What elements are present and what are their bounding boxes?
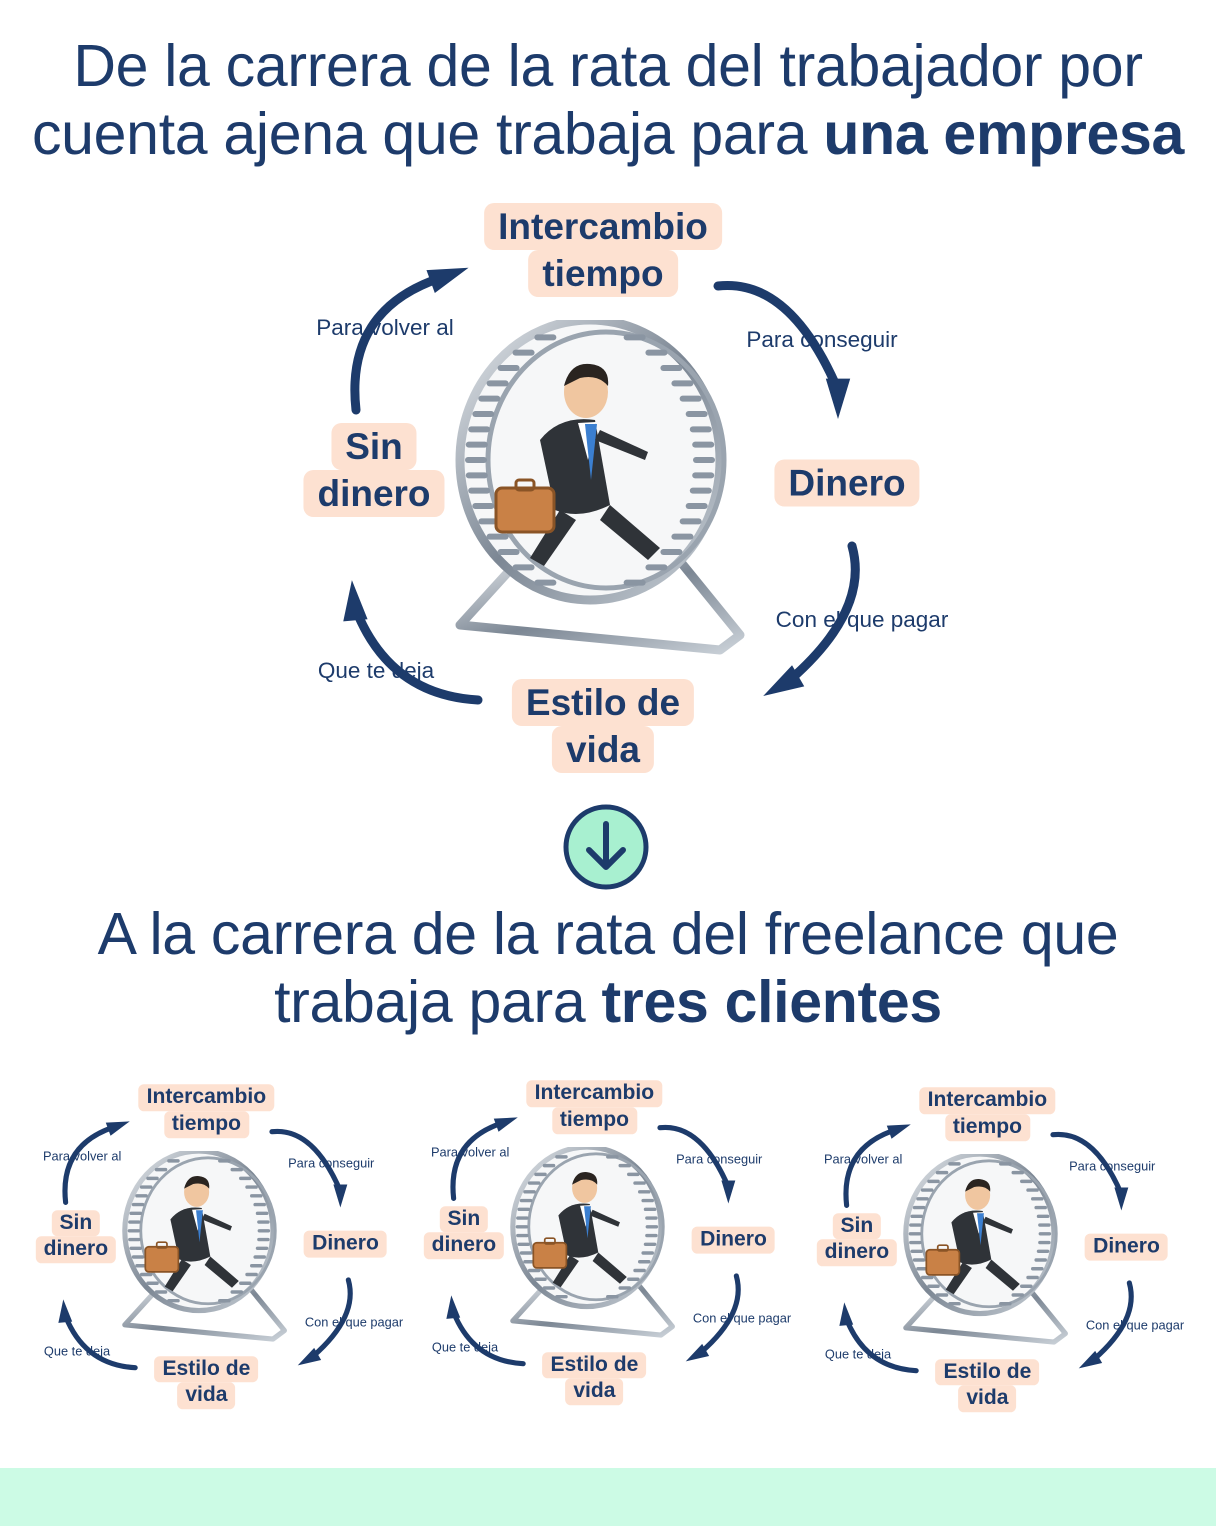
client1-node-sin-dinero-line2: dinero xyxy=(35,1236,117,1264)
top-heading-bold: una empresa xyxy=(823,101,1185,167)
client2-node-dinero: Dinero xyxy=(692,1226,775,1254)
top-heading-line2: cuenta ajena que trabaja para xyxy=(31,101,824,167)
client1-node-dinero-line1: Dinero xyxy=(304,1230,387,1258)
client2-label-para-volver-al: Para volver al xyxy=(430,1144,510,1160)
bottom-heading-line2: trabaja para xyxy=(274,969,602,1035)
top-heading: De la carrera de la rata del trabajador … xyxy=(0,32,1216,168)
bottom-heading-bold: tres clientes xyxy=(601,969,942,1035)
client1-node-estilo-de-vida-line2: vida xyxy=(177,1382,236,1410)
client3-node-dinero-line1: Dinero xyxy=(1085,1233,1168,1261)
client3-label-para-volver-al: Para volver al xyxy=(823,1151,903,1167)
bottom-heading-line1: A la carrera de la rata del freelance qu… xyxy=(97,901,1119,967)
client1-node-intercambio-tiempo-line1: Intercambio xyxy=(138,1084,275,1112)
client3-label-para-conseguir: Para conseguir xyxy=(1069,1158,1156,1173)
client2-node-estilo-de-vida-line2: vida xyxy=(565,1378,624,1406)
client2-node-intercambio-tiempo-line2: tiempo xyxy=(551,1107,637,1134)
client3-node-dinero: Dinero xyxy=(1085,1233,1168,1261)
client3-node-intercambio-tiempo-line1: Intercambio xyxy=(919,1087,1056,1115)
client2-label-para-conseguir: Para conseguir xyxy=(676,1151,763,1166)
client1-label-para-conseguir: Para conseguir xyxy=(288,1155,375,1170)
client1-node-sin-dinero-line1: Sin xyxy=(51,1209,101,1237)
big-node-estilo-de-vida-line1: Estilo de xyxy=(511,679,695,726)
client3-node-estilo-de-vida-line2: vida xyxy=(958,1385,1017,1413)
client1-node-estilo-de-vida-line1: Estilo de xyxy=(154,1355,259,1383)
big-node-estilo-de-vida-line2: vida xyxy=(551,726,655,773)
big-node-sin-dinero-line2: dinero xyxy=(303,470,445,517)
footer-band xyxy=(0,1468,1216,1526)
client1-node-dinero: Dinero xyxy=(304,1230,387,1258)
client2-node-intercambio-tiempo-line1: Intercambio xyxy=(526,1080,663,1108)
arrow-down-circle-icon xyxy=(563,804,649,890)
client1-node-intercambio-tiempo-line2: tiempo xyxy=(163,1111,249,1138)
client3-node-intercambio-tiempo-line2: tiempo xyxy=(944,1114,1030,1141)
client2-label-que-te-deja: Que te deja xyxy=(431,1339,499,1355)
big-label-con-el-que-pagar: Con el que pagar xyxy=(775,607,949,632)
businessman-hamster-wheel-icon xyxy=(102,1148,296,1351)
businessman-hamster-wheel-icon xyxy=(420,315,760,670)
big-node-intercambio-tiempo-line1: Intercambio xyxy=(484,203,722,250)
client3-node-estilo-de-vida-line1: Estilo de xyxy=(935,1358,1040,1386)
top-heading-line1: De la carrera de la rata del trabajador … xyxy=(73,33,1143,99)
client2-node-sin-dinero-line1: Sin xyxy=(439,1205,489,1233)
big-node-intercambio-tiempo-line2: tiempo xyxy=(528,250,678,297)
client1-label-para-volver-al: Para volver al xyxy=(42,1148,122,1164)
client2-node-sin-dinero-line2: dinero xyxy=(423,1232,505,1260)
client3-node-sin-dinero-line2: dinero xyxy=(816,1239,898,1267)
businessman-hamster-wheel-icon xyxy=(490,1144,684,1347)
businessman-hamster-wheel-icon xyxy=(883,1151,1077,1354)
big-label-para-conseguir: Para conseguir xyxy=(746,327,898,352)
client2-label-con-el-que-pagar: Con el que pagar xyxy=(692,1310,792,1326)
big-label-que-te-deja: Que te deja xyxy=(317,658,435,683)
big-node-sin-dinero-line1: Sin xyxy=(331,423,417,470)
client2-node-estilo-de-vida-line1: Estilo de xyxy=(542,1351,647,1379)
big-node-dinero-line1: Dinero xyxy=(774,459,920,507)
client2-node-dinero-line1: Dinero xyxy=(692,1226,775,1254)
bottom-heading: A la carrera de la rata del freelance qu… xyxy=(0,900,1216,1036)
client3-label-que-te-deja: Que te deja xyxy=(824,1346,892,1362)
client3-node-sin-dinero-line1: Sin xyxy=(832,1212,882,1240)
big-label-para-volver-al: Para volver al xyxy=(316,315,454,340)
client3-label-con-el-que-pagar: Con el que pagar xyxy=(1085,1317,1185,1333)
client1-label-que-te-deja: Que te deja xyxy=(43,1343,111,1359)
big-node-dinero: Dinero xyxy=(774,459,920,507)
client1-label-con-el-que-pagar: Con el que pagar xyxy=(304,1314,404,1330)
